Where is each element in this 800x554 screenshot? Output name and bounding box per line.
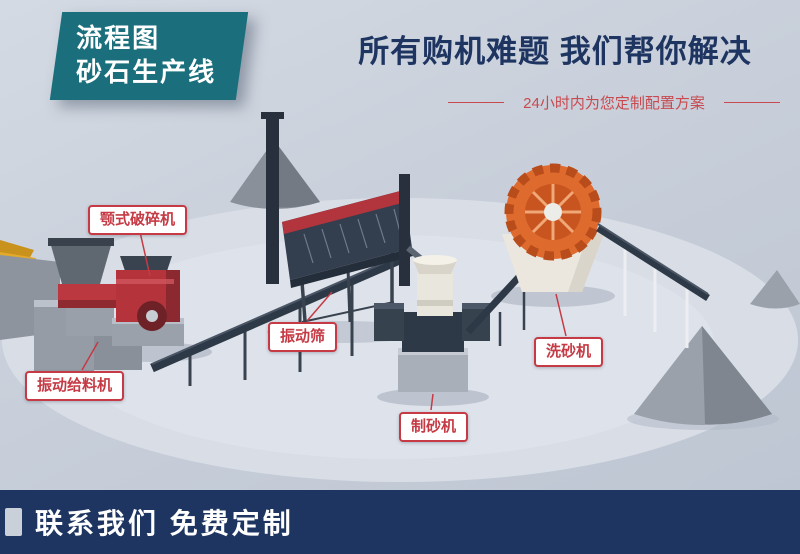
subtitle-right-rule xyxy=(724,102,780,103)
footer-logo-icon xyxy=(5,508,22,536)
corner-badge: 流程图 砂石生产线 xyxy=(49,12,249,100)
vibrating-screen xyxy=(261,112,434,335)
subtitle-text: 24小时内为您定制配置方案 xyxy=(523,95,705,112)
conveyor-to-stockpile xyxy=(596,223,710,348)
badge-line2: 砂石生产线 xyxy=(76,57,217,87)
label-sand-maker: 制砂机 xyxy=(399,412,469,442)
badge-line1: 流程图 xyxy=(76,23,161,53)
gravel-pile-right xyxy=(634,326,772,425)
label-jaw-crusher: 颚式破碎机 xyxy=(88,205,188,235)
label-vibrating-feeder: 振动给料机 xyxy=(25,371,125,401)
page-subtitle: 24小时内为您定制配置方案 xyxy=(448,92,780,113)
label-leader-lines xyxy=(81,231,567,411)
gravel-pile-far-right xyxy=(750,270,800,309)
conveyor-to-screen xyxy=(150,253,406,386)
jaw-crusher xyxy=(112,256,184,346)
label-sand-washer: 洗砂机 xyxy=(534,337,604,367)
sand-washer xyxy=(502,163,604,292)
page-title: 所有购机难题 我们帮你解决 xyxy=(358,34,752,69)
label-vibrating-screen: 振动筛 xyxy=(268,322,338,352)
contact-banner: 联系我们 免费定制 xyxy=(0,490,800,554)
sand-maker xyxy=(374,255,490,392)
subtitle-left-rule xyxy=(448,102,504,103)
contact-cta[interactable]: 联系我们 免费定制 xyxy=(35,508,294,539)
